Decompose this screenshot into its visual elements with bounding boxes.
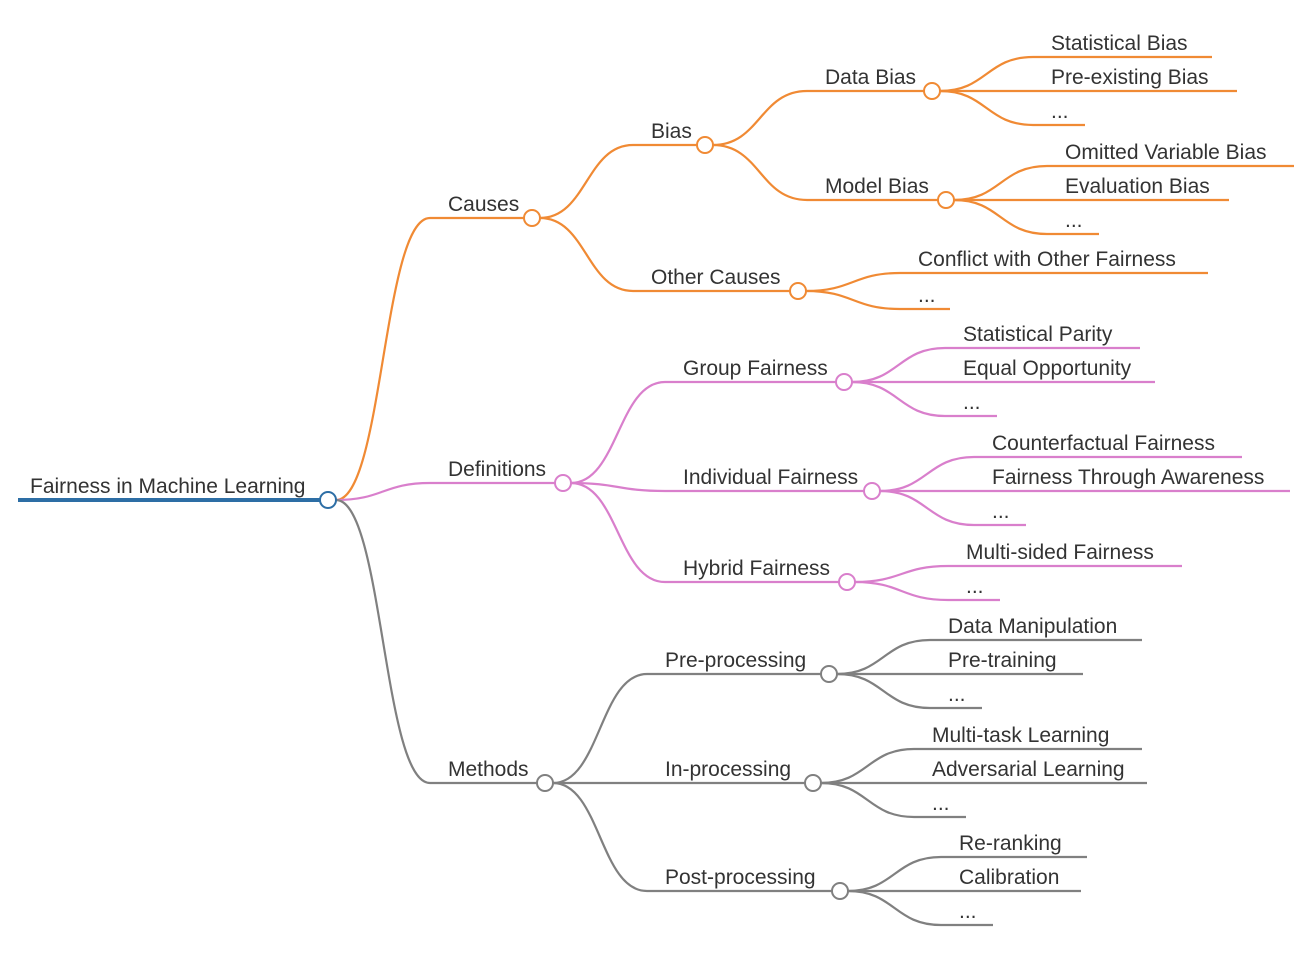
branch-causes-label[interactable]: Causes <box>448 193 519 216</box>
node-pre-processing-collapse-toggle[interactable] <box>820 665 838 683</box>
node-multi-task-learning-connector <box>820 747 915 785</box>
root-fairness-in-machine-learning-collapse-toggle[interactable] <box>319 491 337 509</box>
node-hybrid-fairness-label[interactable]: Hybrid Fairness <box>683 557 830 580</box>
node-data-manipulation-label[interactable]: Data Manipulation <box>948 615 1117 638</box>
node-pre-processing-label[interactable]: Pre-processing <box>665 649 806 672</box>
node-group-fairness-connector <box>570 380 666 485</box>
branch-definitions-collapse-toggle[interactable] <box>554 474 572 492</box>
node-data-bias-label[interactable]: Data Bias <box>825 66 916 89</box>
connector-layer <box>18 55 1294 927</box>
node-other-causes-connector <box>539 216 634 293</box>
node-pre-existing-bias-label[interactable]: Pre-existing Bias <box>1051 66 1209 89</box>
node-hybrid-fairness-connector <box>570 481 666 584</box>
node-data-bias-collapse-toggle[interactable] <box>923 82 941 100</box>
node-statistical-parity-label[interactable]: Statistical Parity <box>963 323 1113 346</box>
node-more-connector <box>939 89 1034 127</box>
node-post-processing-label[interactable]: Post-processing <box>665 866 816 889</box>
node-model-bias-label[interactable]: Model Bias <box>825 175 929 198</box>
node-more-connector <box>820 781 915 819</box>
node-bias-collapse-toggle[interactable] <box>696 136 714 154</box>
node-multi-task-learning-label[interactable]: Multi-task Learning <box>932 724 1109 747</box>
node-more-label[interactable]: ... <box>959 900 977 923</box>
node-evaluation-bias-label[interactable]: Evaluation Bias <box>1065 175 1210 198</box>
branch-definitions-connector <box>335 481 431 502</box>
node-more-label[interactable]: ... <box>966 575 984 598</box>
node-individual-fairness-label[interactable]: Individual Fairness <box>683 466 858 489</box>
node-multi-sided-fairness-label[interactable]: Multi-sided Fairness <box>966 541 1154 564</box>
node-more-label[interactable]: ... <box>918 284 936 307</box>
node-statistical-bias-label[interactable]: Statistical Bias <box>1051 32 1188 55</box>
node-more-label[interactable]: ... <box>1065 209 1083 232</box>
node-conflict-with-other-fairness-label[interactable]: Conflict with Other Fairness <box>918 248 1176 271</box>
node-more-connector <box>836 672 931 710</box>
node-counterfactual-fairness-label[interactable]: Counterfactual Fairness <box>992 432 1215 455</box>
node-in-processing-collapse-toggle[interactable] <box>804 774 822 792</box>
root-fairness-in-machine-learning-label[interactable]: Fairness in Machine Learning <box>30 475 305 498</box>
node-group-fairness-collapse-toggle[interactable] <box>835 373 853 391</box>
node-more-connector <box>851 380 946 418</box>
node-data-manipulation-connector <box>836 638 931 676</box>
node-re-ranking-connector <box>847 855 942 893</box>
node-post-processing-collapse-toggle[interactable] <box>831 882 849 900</box>
node-post-processing-connector <box>552 781 648 893</box>
node-individual-fairness-collapse-toggle[interactable] <box>863 482 881 500</box>
branch-methods-collapse-toggle[interactable] <box>536 774 554 792</box>
branch-causes-connector <box>335 216 431 502</box>
node-bias-label[interactable]: Bias <box>651 120 692 143</box>
node-other-causes-collapse-toggle[interactable] <box>789 282 807 300</box>
node-bias-connector <box>539 143 634 220</box>
branch-causes-collapse-toggle[interactable] <box>523 209 541 227</box>
branch-methods-connector <box>335 498 431 785</box>
node-more-label[interactable]: ... <box>948 683 966 706</box>
node-data-bias-connector <box>712 89 808 147</box>
branch-methods-label[interactable]: Methods <box>448 758 529 781</box>
node-pre-processing-connector <box>552 672 648 785</box>
node-more-connector <box>879 489 975 527</box>
node-more-connector <box>847 889 942 927</box>
node-individual-fairness-connector <box>570 481 666 493</box>
node-omitted-variable-bias-label[interactable]: Omitted Variable Bias <box>1065 141 1267 164</box>
node-more-connector <box>854 580 949 602</box>
node-other-causes-label[interactable]: Other Causes <box>651 266 781 289</box>
node-pre-training-label[interactable]: Pre-training <box>948 649 1057 672</box>
node-statistical-bias-connector <box>939 55 1034 93</box>
node-omitted-variable-bias-connector <box>953 164 1048 202</box>
node-more-label[interactable]: ... <box>963 391 981 414</box>
node-re-ranking-label[interactable]: Re-ranking <box>959 832 1062 855</box>
node-more-connector <box>805 289 901 311</box>
node-more-label[interactable]: ... <box>932 792 950 815</box>
node-more-label[interactable]: ... <box>992 500 1010 523</box>
node-statistical-parity-connector <box>851 346 946 384</box>
node-multi-sided-fairness-connector <box>854 564 949 584</box>
branch-definitions-label[interactable]: Definitions <box>448 458 546 481</box>
node-more-label[interactable]: ... <box>1051 100 1069 123</box>
node-counterfactual-fairness-connector <box>879 455 975 493</box>
node-fairness-through-awareness-label[interactable]: Fairness Through Awareness <box>992 466 1264 489</box>
node-group-fairness-label[interactable]: Group Fairness <box>683 357 828 380</box>
node-equal-opportunity-label[interactable]: Equal Opportunity <box>963 357 1132 380</box>
node-layer: Fairness in Machine LearningCausesBiasDa… <box>30 32 1267 923</box>
node-more-connector <box>953 198 1048 236</box>
node-adversarial-learning-label[interactable]: Adversarial Learning <box>932 758 1125 781</box>
node-calibration-label[interactable]: Calibration <box>959 866 1059 889</box>
node-conflict-with-other-fairness-connector <box>805 271 901 293</box>
node-in-processing-label[interactable]: In-processing <box>665 758 791 781</box>
node-model-bias-connector <box>712 143 808 202</box>
node-model-bias-collapse-toggle[interactable] <box>937 191 955 209</box>
node-hybrid-fairness-collapse-toggle[interactable] <box>838 573 856 591</box>
